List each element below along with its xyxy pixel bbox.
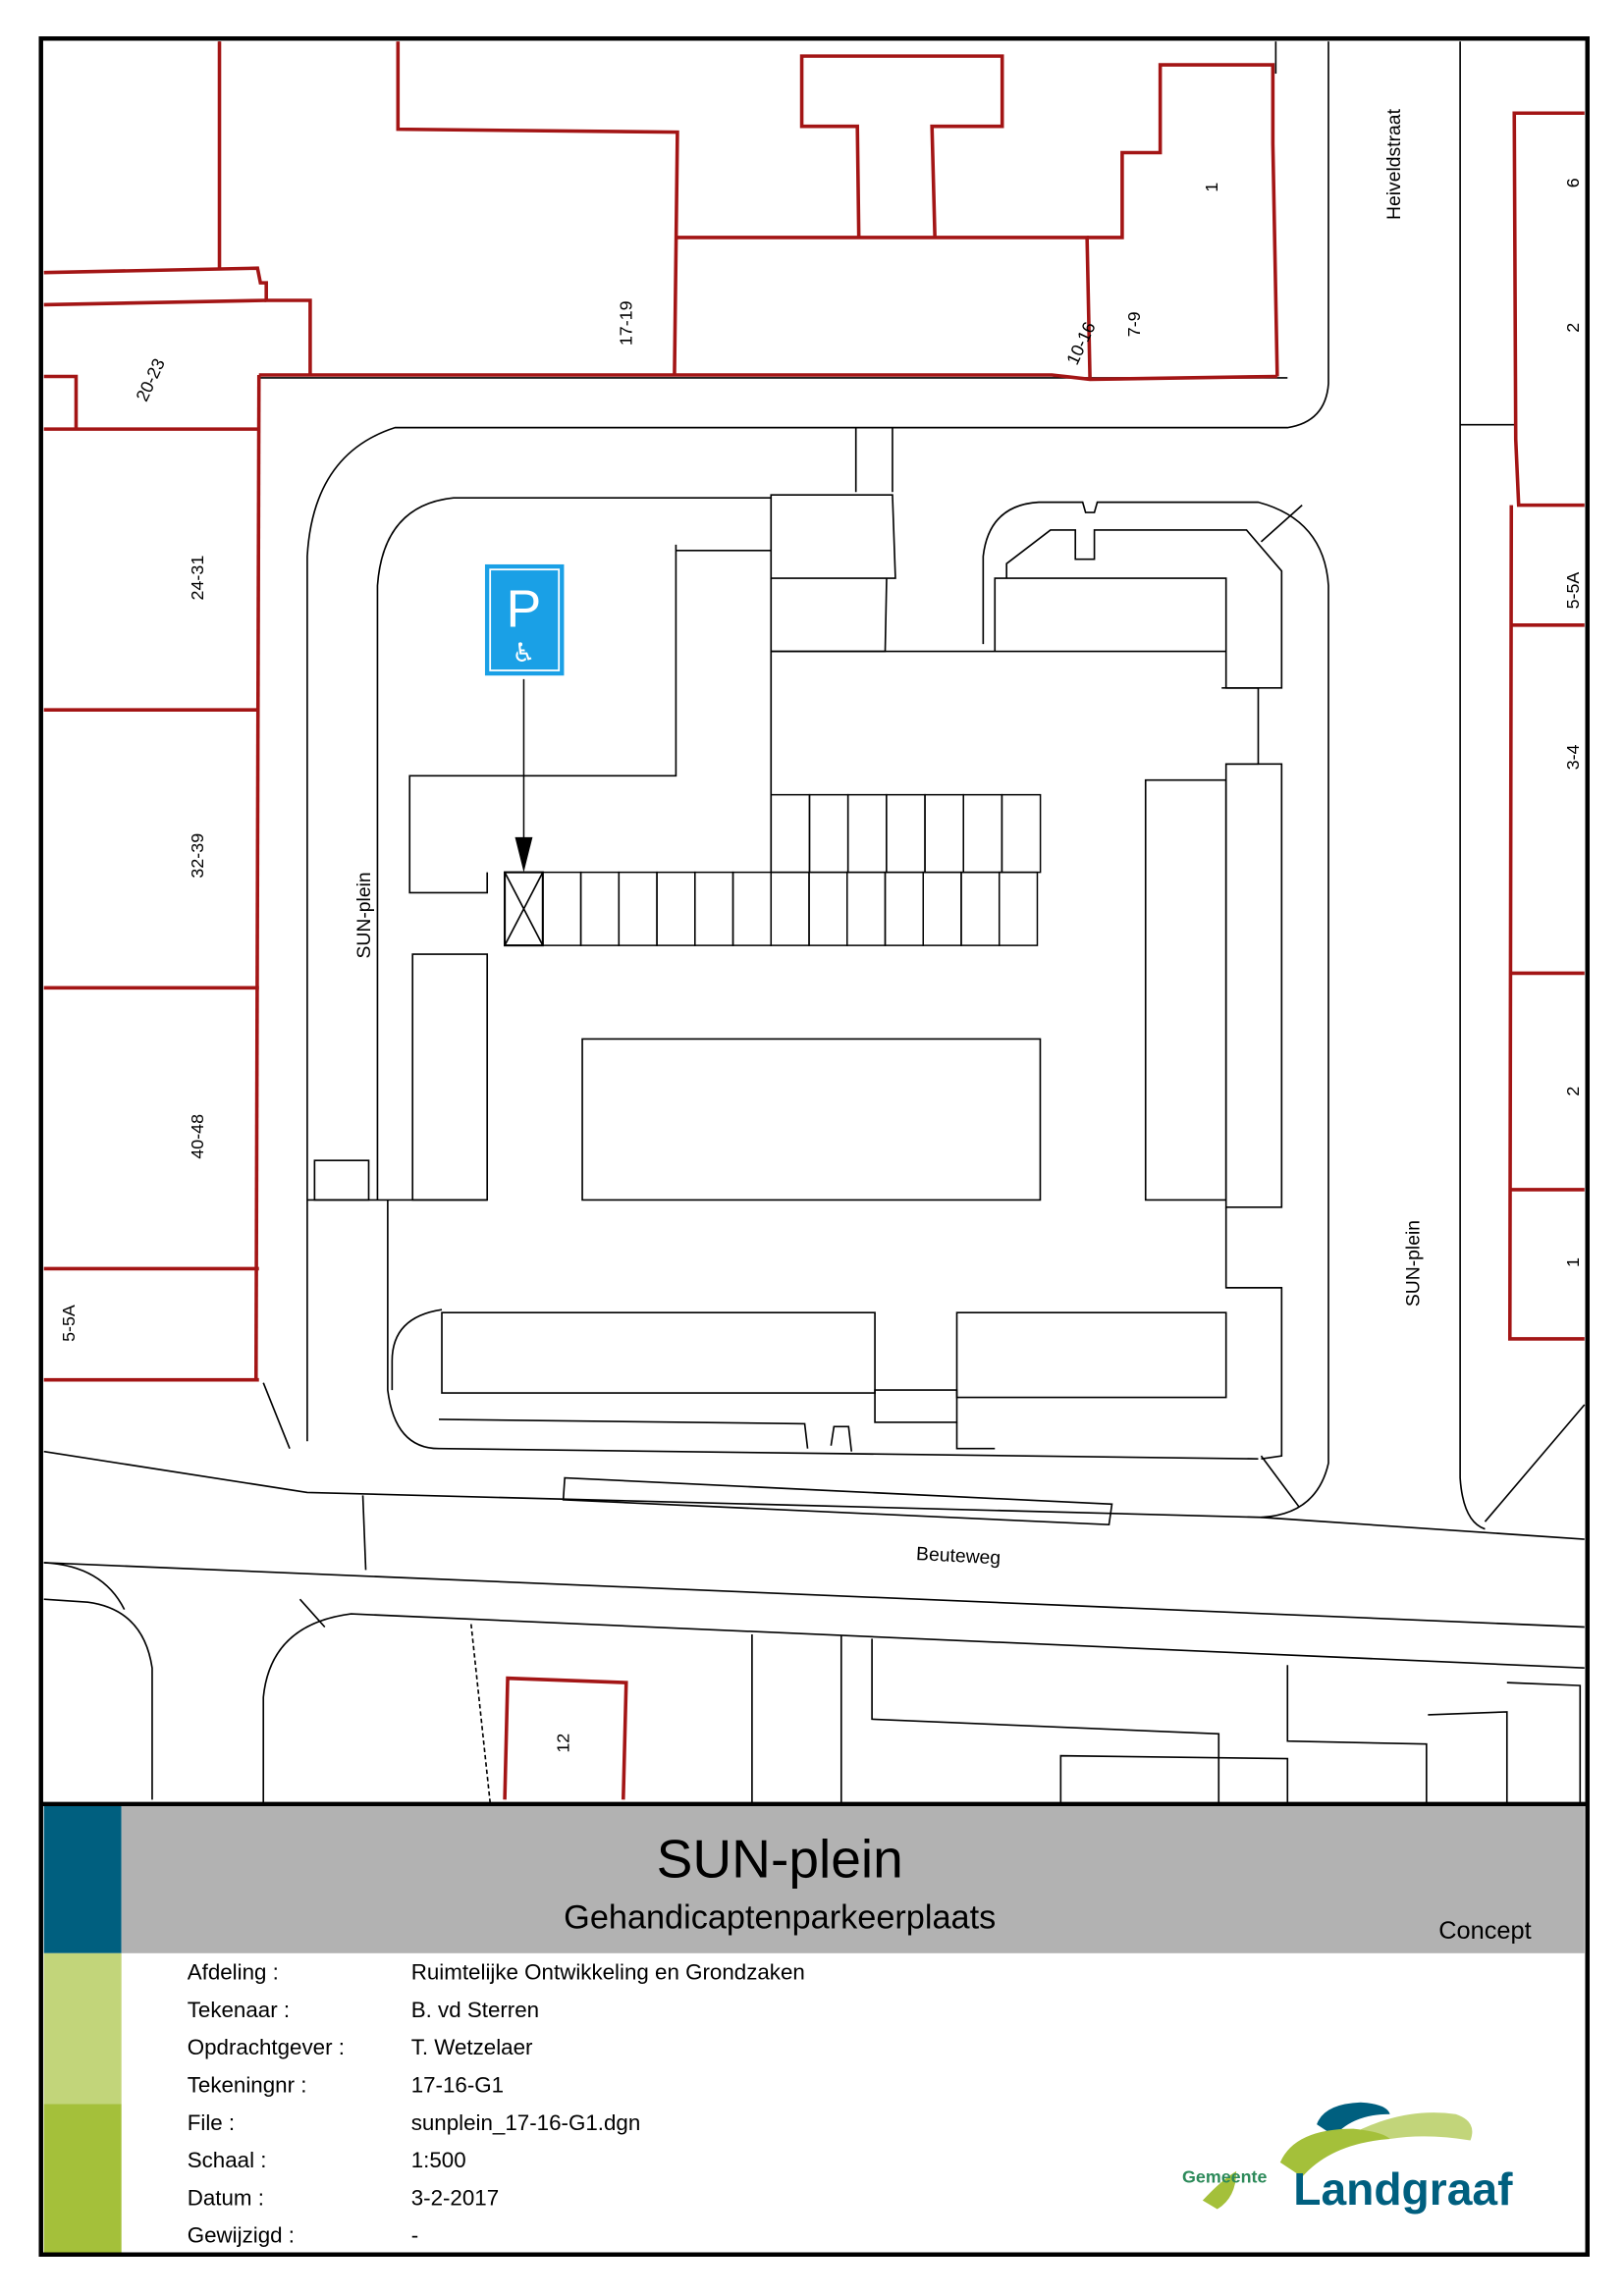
metadata-value: 3-2-2017 [411,2185,499,2210]
house-number: 5-5A [59,1305,79,1342]
metadata-rows: Afdeling : Ruimtelijke Ontwikkeling en Gr… [188,1960,805,2248]
house-number: 32-39 [188,833,207,879]
house-number: 2 [1563,1087,1583,1096]
metadata-label: Datum : [188,2185,264,2210]
house-number: 40-48 [188,1114,207,1159]
landgraaf-logo: Gemeente Landgraaf [1182,2102,1513,2215]
house-number: 6 [1563,178,1583,187]
metadata-label: Gewijzigd : [188,2223,295,2248]
street-label-heiveldstraat: Heiveldstraat [1383,108,1405,220]
accessible-parking-sign: P ♿ [484,563,565,676]
metadata-value: T. Wetzelaer [411,2035,533,2059]
street-label-sun-plein-east: SUN-plein [1402,1220,1424,1307]
status-label: Concept [1438,1917,1531,1945]
logo-name: Landgraaf [1293,2163,1513,2215]
map: Heiveldstraat SUN-plein SUN-plein Beutew… [43,41,1586,1803]
parking-stall [1001,793,1042,874]
metadata-value: - [411,2223,418,2248]
metadata-value: B. vd Sterren [411,1998,539,2022]
drawing-title: SUN-plein [657,1828,903,1889]
metadata-label: Tekeningnr : [188,2073,307,2098]
wheelchair-icon: ♿ [512,638,535,668]
house-number: 7-9 [1124,311,1144,337]
logo-prefix: Gemeente [1182,2167,1267,2187]
arrow-to-space [514,678,533,873]
house-number: 24-31 [188,556,207,601]
house-number: 3-4 [1563,744,1583,770]
house-number: 2 [1563,323,1583,333]
metadata-label: Opdrachtgever : [188,2035,345,2059]
metadata-label: Afdeling : [188,1960,279,1985]
parking-spaces [542,793,1042,946]
metadata-label: Schaal : [188,2148,267,2172]
parking-p-letter: P [507,579,542,638]
street-label-beuteweg: Beuteweg [916,1543,1001,1569]
metadata-value: Ruimtelijke Ontwikkeling en Grondzaken [411,1960,805,1985]
metadata-value: sunplein_17-16-G1.dgn [411,2110,641,2135]
house-number: 17-19 [617,300,636,346]
metadata-value: 17-16-G1 [411,2073,504,2098]
drawing-subtitle: Gehandicaptenparkeerplaats [564,1898,996,1936]
metadata-label: Tekenaar : [188,1998,290,2022]
house-number: 1 [1202,183,1221,192]
street-label-sun-plein-west: SUN-plein [353,872,375,958]
house-number: 5-5A [1563,572,1583,610]
house-number: 12 [554,1734,573,1753]
metadata-value: 1:500 [411,2148,466,2172]
road-lines [43,41,1586,1803]
metadata-label: File : [188,2110,235,2135]
sheet-border [38,36,1590,2257]
title-block: SUN-plein Gehandicaptenparkeerplaats Con… [40,1801,1588,2255]
parcel-boundaries [43,41,1585,1800]
house-number: 1 [1563,1257,1583,1267]
